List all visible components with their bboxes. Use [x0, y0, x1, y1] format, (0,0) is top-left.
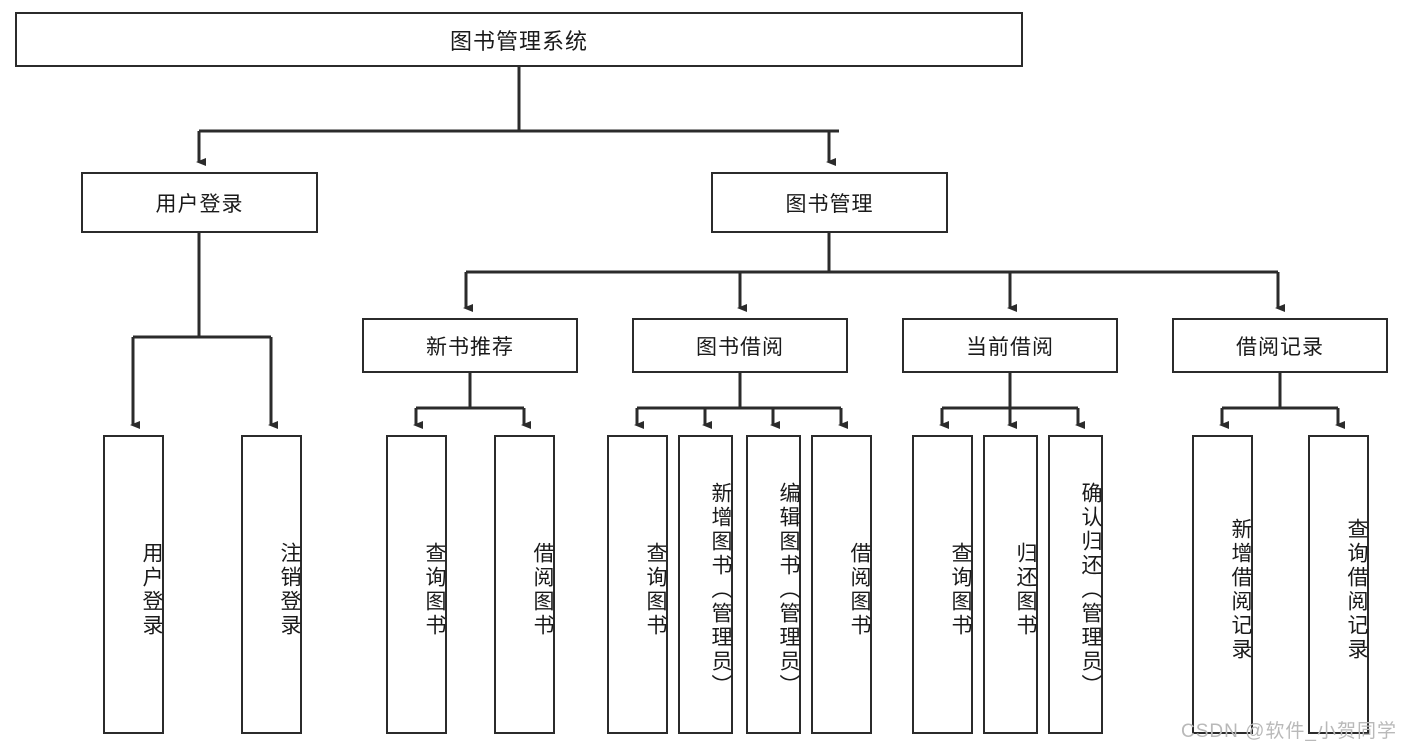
node-borrow-records[interactable]: 借阅记录 — [1172, 318, 1388, 373]
node-label: 用户登录 — [140, 541, 163, 638]
leaf-add-borrow-record[interactable]: 新增借阅记录 — [1192, 435, 1253, 734]
node-label: 查询图书 — [423, 541, 446, 638]
node-book-borrowing[interactable]: 图书借阅 — [632, 318, 848, 373]
node-label: 查询借阅记录 — [1345, 517, 1368, 662]
node-label: 借阅图书 — [531, 541, 554, 638]
node-label: 新增图书（管理员） — [709, 481, 732, 698]
node-current-borrowing[interactable]: 当前借阅 — [902, 318, 1118, 373]
watermark: CSDN @软件_小贺同学 — [1181, 721, 1397, 742]
node-label: 确认归还（管理员） — [1079, 481, 1102, 698]
leaf-query-borrow-record[interactable]: 查询借阅记录 — [1308, 435, 1369, 734]
leaf-return-books[interactable]: 归还图书 — [983, 435, 1038, 734]
node-label: 图书管理系统 — [449, 28, 588, 54]
node-label: 查询图书 — [949, 541, 972, 638]
leaf-edit-book-admin[interactable]: 编辑图书（管理员） — [746, 435, 801, 734]
node-new-book-recommendation[interactable]: 新书推荐 — [362, 318, 578, 373]
node-label: 图书借阅 — [696, 335, 784, 359]
leaf-query-books-borrowing[interactable]: 查询图书 — [607, 435, 668, 734]
node-label: 注销登录 — [278, 541, 301, 638]
node-label: 图书管理 — [785, 192, 874, 216]
node-label: 借阅记录 — [1236, 335, 1324, 359]
node-root-library-system[interactable]: 图书管理系统 — [15, 12, 1023, 67]
node-user-login[interactable]: 用户登录 — [81, 172, 318, 233]
leaf-add-book-admin[interactable]: 新增图书（管理员） — [678, 435, 733, 734]
node-label: 查询图书 — [644, 541, 667, 638]
node-label: 归还图书 — [1014, 541, 1037, 638]
leaf-query-books-current[interactable]: 查询图书 — [912, 435, 973, 734]
leaf-logout[interactable]: 注销登录 — [241, 435, 302, 734]
node-book-management[interactable]: 图书管理 — [711, 172, 948, 233]
node-label: 新书推荐 — [426, 335, 514, 359]
node-label: 借阅图书 — [848, 541, 871, 638]
leaf-query-books-recommendation[interactable]: 查询图书 — [386, 435, 447, 734]
node-label: 当前借阅 — [966, 335, 1054, 359]
leaf-user-login[interactable]: 用户登录 — [103, 435, 164, 734]
leaf-confirm-return-admin[interactable]: 确认归还（管理员） — [1048, 435, 1103, 734]
leaf-borrow-books-recommendation[interactable]: 借阅图书 — [494, 435, 555, 734]
node-label: 用户登录 — [155, 192, 244, 216]
node-label: 编辑图书（管理员） — [777, 481, 800, 698]
leaf-borrow-books-borrowing[interactable]: 借阅图书 — [811, 435, 872, 734]
node-label: 新增借阅记录 — [1229, 517, 1252, 662]
